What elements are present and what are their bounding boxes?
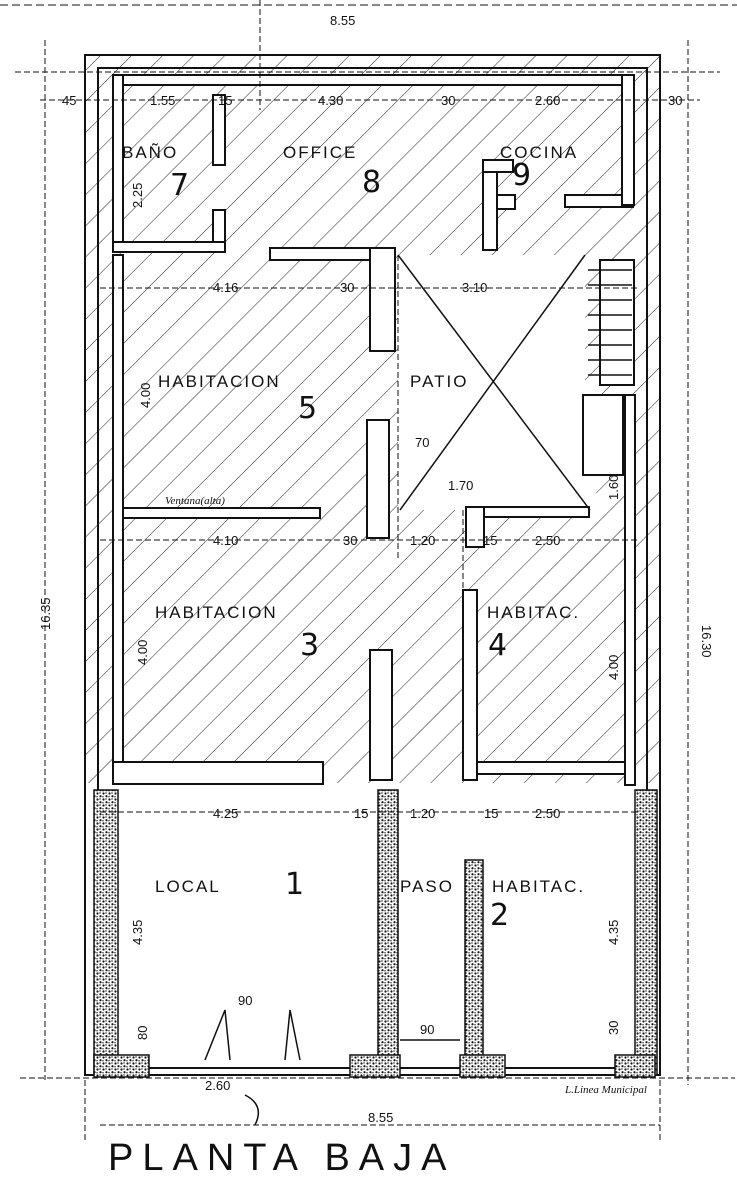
dim-4-30: 4.30: [318, 93, 343, 108]
dim-1-20-b: 1.20: [410, 806, 435, 821]
dim-right-height: 16.30: [699, 625, 714, 658]
dim-bottom-total: 8.55: [368, 1110, 393, 1125]
office-number: 8: [362, 165, 381, 200]
cocina-number: 9: [512, 158, 531, 193]
cocina-label: COCINA: [500, 143, 578, 162]
paso-label: PASO: [400, 877, 454, 896]
dim-90-a: 90: [238, 993, 252, 1008]
dim-2-25: 2.25: [130, 183, 145, 208]
local-label: LOCAL: [155, 877, 221, 896]
hab5-label: HABITACION: [158, 372, 281, 391]
dim-30-top: 30: [441, 93, 455, 108]
dim-30-c: 30: [606, 1021, 621, 1035]
patio-diagonals: [397, 254, 591, 511]
dim-30-b: 30: [343, 533, 357, 548]
dim-80: 80: [135, 1026, 150, 1040]
hab3-number: 3: [300, 628, 319, 663]
brick-walls: [93, 789, 658, 1078]
dim-2-50-a: 2.50: [535, 533, 560, 548]
dim-4-10: 4.10: [213, 533, 238, 548]
ventana-note: Ventana(alta): [165, 495, 225, 507]
dim-1-70: 1.70: [448, 478, 473, 493]
dim-4-00-a: 4.00: [138, 383, 153, 408]
stair: [588, 269, 632, 376]
hab2-label: HABITAC.: [492, 877, 585, 896]
patio-label: PATIO: [410, 372, 469, 391]
dim-1-55: 1.55: [150, 93, 175, 108]
dim-3-10: 3.10: [462, 280, 487, 295]
dim-30-mid: 30: [340, 280, 354, 295]
dim-15-c: 15: [484, 806, 498, 821]
dim-4-35: 4.35: [130, 920, 145, 945]
dim-15-a: 15: [483, 533, 497, 548]
interior-walls: [112, 74, 636, 786]
office-label: OFFICE: [283, 143, 357, 162]
hab4-number: 4: [488, 628, 507, 663]
dim-4-16: 4.16: [213, 280, 238, 295]
bano-number: 7: [170, 168, 189, 203]
dim-1-20-a: 1.20: [410, 533, 435, 548]
dim-90-b: 90: [420, 1022, 434, 1037]
dim-2-60: 2.60: [535, 93, 560, 108]
hab4-label: HABITAC.: [487, 603, 580, 622]
patio-area: [398, 255, 598, 510]
dim-70: 70: [415, 435, 429, 450]
dim-2-60-b: 2.60: [205, 1078, 230, 1093]
hab3-label: HABITACION: [155, 603, 278, 622]
dim-45: 45: [62, 93, 76, 108]
dim-4-00-b: 4.00: [135, 640, 150, 665]
dim-4-35-r: 4.35: [606, 920, 621, 945]
dim-1-60: 1.60: [606, 475, 621, 500]
local-number: 1: [285, 867, 304, 902]
dim-left-height: 16.35: [38, 597, 53, 630]
dim-15: 15: [218, 93, 232, 108]
municipal-line-label: L.Linea Municipal: [564, 1084, 647, 1096]
dim-2-50-b: 2.50: [535, 806, 560, 821]
dimension-lines: [15, 0, 735, 1140]
dim-4-00-c: 4.00: [606, 655, 621, 680]
dim-15-b: 15: [354, 806, 368, 821]
hab5-number: 5: [298, 391, 317, 426]
dim-30-right: 30: [668, 93, 682, 108]
plan-title: PLANTA BAJA: [108, 1137, 456, 1179]
bano-label: BAÑO: [122, 143, 178, 162]
dim-4-25: 4.25: [213, 806, 238, 821]
dim-top-total: 8.55: [330, 13, 355, 28]
hab2-number: 2: [490, 898, 509, 933]
door-swings: [204, 1009, 460, 1126]
